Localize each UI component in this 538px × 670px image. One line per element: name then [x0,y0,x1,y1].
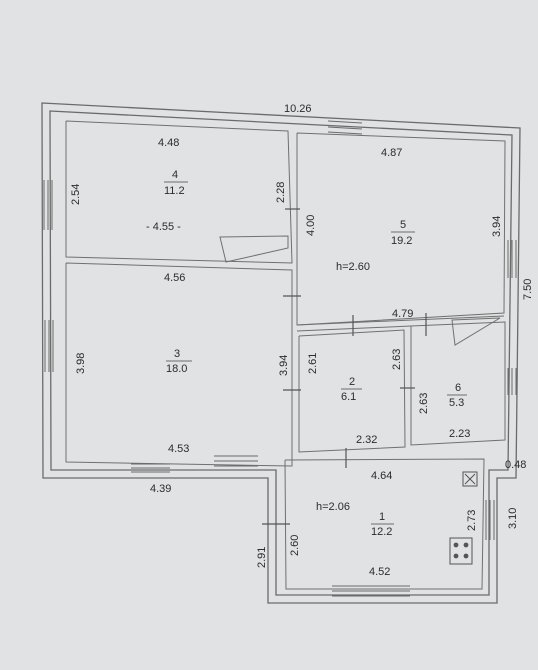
room1-right-dim: 2.73 [466,510,478,531]
vent-icon [462,471,478,487]
room2-area: 6.1 [341,391,356,403]
overall-right-dim: 7.50 [522,279,534,300]
door-swings [219,235,501,346]
room3-right-dim: 3.94 [278,355,290,376]
stove-icon [449,537,473,565]
exterior-left-lower-dim: 2.91 [256,547,268,568]
outer-wall [41,102,521,604]
room4-right-dim: 2.28 [275,182,287,203]
overall-top-dim: 10.26 [284,103,312,115]
room5-height: h=2.60 [336,261,370,273]
room5-number: 5 [400,219,406,231]
room4-left-dim: 2.54 [70,184,82,205]
room4-number: 4 [172,169,178,181]
room3-top-dim: 4.56 [164,272,185,284]
room3-area: 18.0 [166,363,187,375]
room1-number: 1 [379,511,385,523]
window-right-1 [485,500,495,540]
room6-right-dim: 2.23 [449,428,470,440]
window-top-5 [327,120,363,135]
room3-number: 3 [174,348,180,360]
window-right-5 [507,240,517,278]
room5-top-dim: 4.87 [381,147,402,159]
room5-left-dim: 4.00 [305,215,317,236]
window-right-6 [507,368,517,395]
window-left-3 [44,320,54,372]
room5-right-dim: 3.94 [491,216,503,237]
window-bottom-3b [214,455,258,467]
room1-area: 12.2 [371,526,392,538]
room6-area: 5.3 [449,397,464,409]
room4-bottom-dim: - 4.55 - [146,221,181,233]
room1-left-dim: 2.60 [289,535,301,556]
window-left-4 [43,180,53,230]
window-bottom-3a [131,463,170,473]
room2-number: 2 [349,376,355,388]
door-ticks [262,208,427,525]
room3-bottom-dim: 4.53 [168,443,189,455]
room4-top-dim: 4.48 [158,137,179,149]
room3-left-dim: 3.98 [75,353,87,374]
exterior-right-lower-dim: 3.10 [507,508,519,529]
room2-left-dim: 2.61 [307,353,319,374]
room1-height: h=2.06 [316,501,350,513]
room4-area: 11.2 [164,185,185,197]
room6-number: 6 [455,382,461,394]
room2-bottom-dim: 2.32 [356,434,377,446]
window-bottom-1 [332,585,410,597]
room5-area: 19.2 [391,235,412,247]
interior-walls [65,120,506,590]
room1-bottom-dim: 4.52 [369,566,390,578]
room1-top-dim: 4.64 [371,470,392,482]
windows [43,120,517,597]
room6-left-dim: 2.63 [418,393,430,414]
exterior-right-offset-dim: 0.48 [505,459,526,471]
room2-right-dim: 2.63 [391,349,403,370]
room5-bottom-dim: 4.79 [392,308,413,320]
exterior-bottom-left-dim: 4.39 [150,483,171,495]
